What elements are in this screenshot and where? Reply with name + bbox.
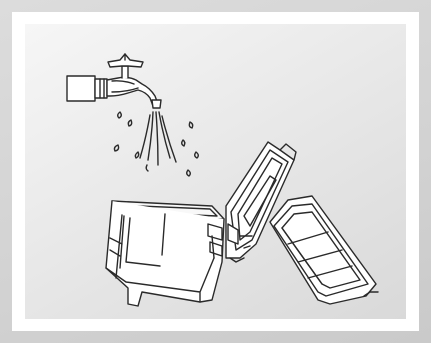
dust-bin-container-icon	[106, 201, 224, 306]
water-splash-icon	[114, 112, 198, 176]
faucet-icon	[67, 54, 161, 108]
filter-icon	[270, 196, 378, 304]
